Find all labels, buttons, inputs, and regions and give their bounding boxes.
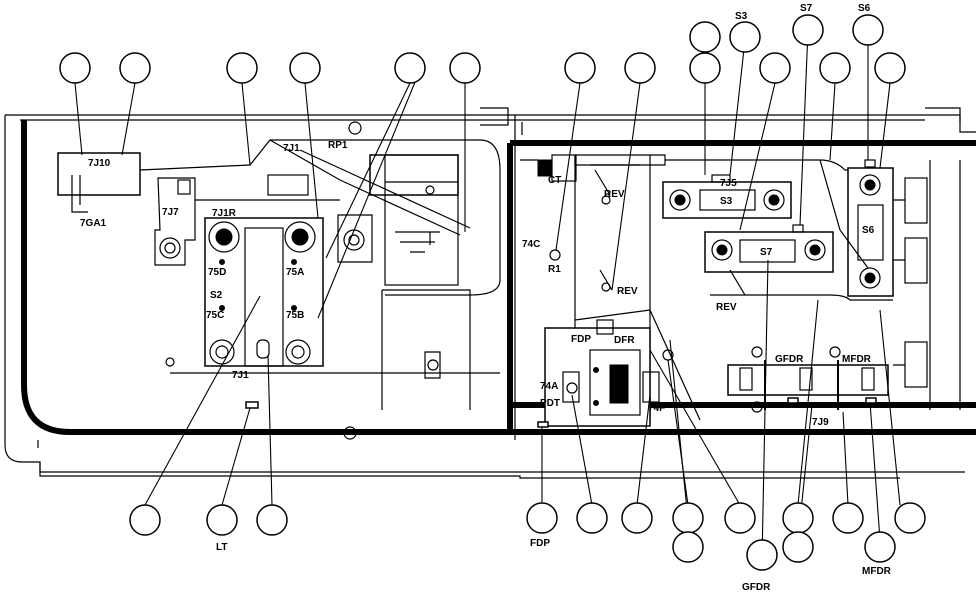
label-75a: 75A: [286, 267, 304, 278]
label-dfr: DFR: [614, 335, 635, 346]
label-pdt: PDT: [540, 398, 560, 409]
right-connectors: [893, 160, 961, 410]
switch-s6: [847, 159, 894, 297]
callout-balloon: [129, 504, 161, 536]
bracket-7j7: [154, 177, 196, 266]
connector-7j10: [57, 152, 141, 213]
callout-balloon: [394, 52, 426, 84]
callout-balloon: [576, 502, 608, 534]
label-gfdr-2: GFDR: [742, 582, 771, 593]
label-r1: R1: [548, 264, 561, 275]
callout-balloon: [206, 504, 238, 536]
wiring-right: [574, 159, 893, 421]
component-labels: 7J10 7GA1 7J7 7J1R 7J1 RP1 75D 75A S2 75…: [80, 3, 892, 593]
r1-terminal: [549, 249, 561, 261]
label-gfdr-1: GFDR: [775, 354, 804, 365]
callout-balloon: [782, 502, 814, 534]
label-s7-top: S7: [800, 3, 813, 14]
callout-balloon: [782, 531, 814, 563]
callout-balloon: [449, 52, 481, 84]
callout-balloons: [59, 14, 926, 571]
label-75c: 75C: [206, 310, 224, 321]
switch-s7: [704, 224, 834, 273]
label-s2: S2: [210, 290, 223, 301]
label-75b: 75B: [286, 310, 304, 321]
callout-balloon: [864, 531, 896, 563]
label-74c: 74C: [522, 239, 540, 250]
label-mfdr-1: MFDR: [842, 354, 872, 365]
callout-balloon: [226, 52, 258, 84]
label-fdp-2: FDP: [530, 538, 550, 549]
label-7j1r: 7J1R: [212, 208, 237, 219]
callout-balloon: [819, 52, 851, 84]
label-lt: LT: [216, 542, 227, 553]
switch-s2-assembly: [204, 217, 324, 367]
callout-balloon: [832, 502, 864, 534]
label-rp1: RP1: [328, 140, 348, 151]
ct-sensor: [520, 154, 577, 182]
fdp-indicator: [537, 421, 549, 428]
label-rev-1: REV: [604, 189, 625, 200]
label-7j10: 7J10: [88, 158, 111, 169]
label-fdp-1: FDP: [571, 334, 591, 345]
label-rev-2: REV: [617, 286, 638, 297]
callout-balloon: [59, 52, 91, 84]
callout-balloon: [526, 502, 558, 534]
callout-balloon: [119, 52, 151, 84]
fdp-dfr-module: [544, 319, 660, 427]
label-7j1-bottom: 7J1: [232, 370, 249, 381]
callout-balloon: [792, 14, 824, 46]
callout-balloon: [874, 52, 906, 84]
relay-panel-rp1: [369, 154, 471, 410]
callout-balloon: [689, 52, 721, 84]
callout-balloon: [289, 52, 321, 84]
label-mfdr-2: MFDR: [862, 566, 892, 577]
callout-balloon: [852, 14, 884, 46]
label-7j5: 7J5: [720, 178, 737, 189]
label-7j7: 7J7: [162, 207, 179, 218]
callout-balloon: [256, 504, 288, 536]
label-7ga1: 7GA1: [80, 218, 107, 229]
callout-balloon: [621, 502, 653, 534]
label-s6-inner: S6: [862, 225, 875, 236]
callout-balloon: [564, 52, 596, 84]
label-s3-top: S3: [735, 11, 748, 22]
callout-balloon: [624, 52, 656, 84]
label-74f: 74F: [648, 403, 665, 414]
callout-balloon: [759, 52, 791, 84]
small-block: [267, 174, 309, 196]
label-s6-top: S6: [858, 3, 871, 14]
label-s7-inner: S7: [760, 247, 773, 258]
callout-balloon: [894, 502, 926, 534]
callout-balloon: [729, 21, 761, 53]
lt-indicator: [245, 401, 259, 409]
callout-balloon: [672, 502, 704, 534]
callout-balloon: [724, 502, 756, 534]
label-ct: CT: [548, 175, 561, 186]
wiring-left: [139, 139, 501, 374]
label-rev-3: REV: [716, 302, 737, 313]
label-7j9: 7J9: [812, 417, 829, 428]
switch-s3: [662, 174, 792, 219]
callout-balloon: [689, 21, 721, 53]
label-75d: 75D: [208, 267, 226, 278]
leader-lines: [74, 29, 901, 561]
enclosure-frame: [4, 107, 976, 479]
label-74a: 74A: [540, 381, 558, 392]
label-7j1-top: 7J1: [283, 143, 300, 154]
label-s3-inner: S3: [720, 196, 733, 207]
callout-balloon: [672, 531, 704, 563]
callout-balloon: [746, 539, 778, 571]
